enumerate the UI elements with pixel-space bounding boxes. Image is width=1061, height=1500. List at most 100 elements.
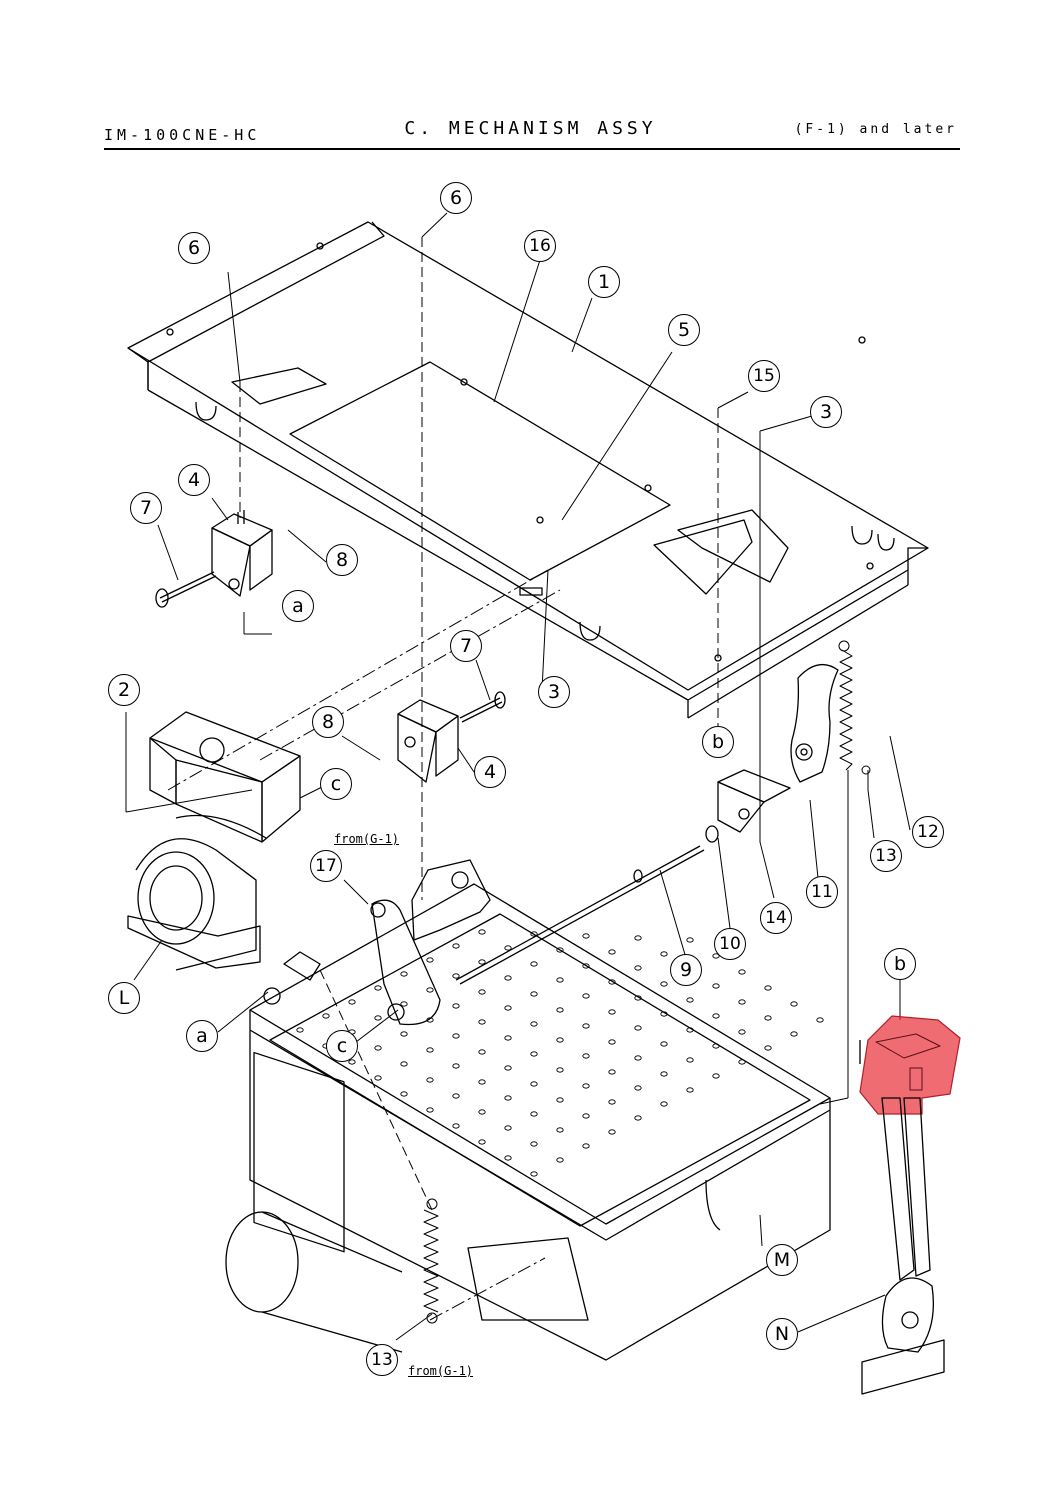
grid-hole [478, 1109, 486, 1115]
grid-hole [426, 1077, 434, 1083]
callout-4-center: 4 [474, 756, 506, 788]
grid-hole [530, 961, 538, 967]
grid-hole [582, 963, 590, 969]
grid-hole [712, 1013, 720, 1019]
grid-hole [504, 1095, 512, 1101]
grid-hole [738, 969, 746, 975]
grid-hole [374, 1015, 382, 1021]
leader-lines [125, 212, 911, 1341]
grid-hole [400, 1031, 408, 1037]
cam-arm-assy [717, 663, 839, 833]
grid-hole [530, 931, 538, 937]
grid-hole [816, 1017, 824, 1023]
grid-hole [608, 1069, 616, 1075]
tension-spring-lower [423, 1198, 439, 1324]
callout-5: 5 [668, 314, 700, 346]
grid-hole [452, 973, 460, 979]
grid-hole [608, 979, 616, 985]
grid-hole [686, 997, 694, 1003]
grid-hole [556, 1097, 564, 1103]
grid-hole [634, 995, 642, 1001]
callout-4-left: 4 [178, 464, 210, 496]
grid-hole [478, 989, 486, 995]
grid-hole [400, 971, 408, 977]
callout-16: 16 [524, 230, 556, 262]
grid-hole [712, 983, 720, 989]
top-frame-plate [127, 221, 929, 719]
grid-hole [738, 1059, 746, 1065]
grid-hole [530, 1111, 538, 1117]
callout-c-upper: c [320, 768, 352, 800]
grid-hole [478, 1079, 486, 1085]
chute-base-assy [225, 859, 831, 1361]
grid-hole [556, 947, 564, 953]
pivot-bracket-left [155, 510, 273, 608]
callout-3-center: 3 [538, 676, 570, 708]
grid-hole [556, 1127, 564, 1133]
callout-12: 12 [912, 816, 944, 848]
grid-hole [764, 985, 772, 991]
header-rule [104, 148, 960, 150]
callout-b-lower: b [884, 948, 916, 980]
grid-hole [504, 975, 512, 981]
callout-9: 9 [670, 954, 702, 986]
grid-hole [478, 1049, 486, 1055]
callout-10: 10 [714, 928, 746, 960]
grid-hole [452, 1123, 460, 1129]
grid-hole [660, 1071, 668, 1077]
grid-hole [530, 1051, 538, 1057]
grid-hole [426, 1047, 434, 1053]
grid-hole [556, 1157, 564, 1163]
grid-hole [426, 957, 434, 963]
grid-hole [426, 987, 434, 993]
grid-hole [634, 1025, 642, 1031]
grid-hole [426, 1107, 434, 1113]
grid-hole [712, 1043, 720, 1049]
grid-hole [608, 1009, 616, 1015]
grid-hole [686, 1087, 694, 1093]
grid-hole [660, 1011, 668, 1017]
callout-14: 14 [760, 902, 792, 934]
grid-hole [452, 1063, 460, 1069]
grid-hole [660, 951, 668, 957]
grid-hole [608, 949, 616, 955]
grid-hole [582, 1143, 590, 1149]
grid-hole [374, 985, 382, 991]
grid-hole [556, 1007, 564, 1013]
grid-hole [530, 1171, 538, 1177]
grid-hole [452, 1033, 460, 1039]
chute-grid-holes [296, 929, 824, 1177]
callout-6-center: 6 [440, 182, 472, 214]
callout-c-lower: c [326, 1030, 358, 1062]
grid-hole [686, 1027, 694, 1033]
grid-hole [634, 1055, 642, 1061]
grid-hole [634, 935, 642, 941]
lever-assy [861, 1097, 945, 1395]
grid-hole [790, 1001, 798, 1007]
grid-hole [764, 1045, 772, 1051]
grid-hole [686, 1057, 694, 1063]
document-title: C. MECHANISM ASSY [404, 118, 657, 139]
callout-b-upper: b [702, 726, 734, 758]
grid-hole [504, 945, 512, 951]
callout-7-left: 7 [130, 492, 162, 524]
grid-hole [478, 929, 486, 935]
highlighted-bracket [859, 1015, 961, 1115]
grid-hole [660, 1041, 668, 1047]
callout-a-upper: a [282, 590, 314, 622]
grid-hole [686, 937, 694, 943]
callout-13-lower: 13 [366, 1344, 398, 1376]
callout-2: 2 [108, 674, 140, 706]
grid-hole [504, 1065, 512, 1071]
grid-hole [452, 1003, 460, 1009]
shaft [455, 825, 719, 985]
grid-hole [790, 1031, 798, 1037]
grid-hole [556, 1037, 564, 1043]
callout-7-center: 7 [450, 630, 482, 662]
grid-hole [322, 1013, 330, 1019]
grid-hole [582, 1053, 590, 1059]
grid-hole [452, 943, 460, 949]
grid-hole [556, 977, 564, 983]
grid-hole [504, 1005, 512, 1011]
callout-1: 1 [588, 266, 620, 298]
